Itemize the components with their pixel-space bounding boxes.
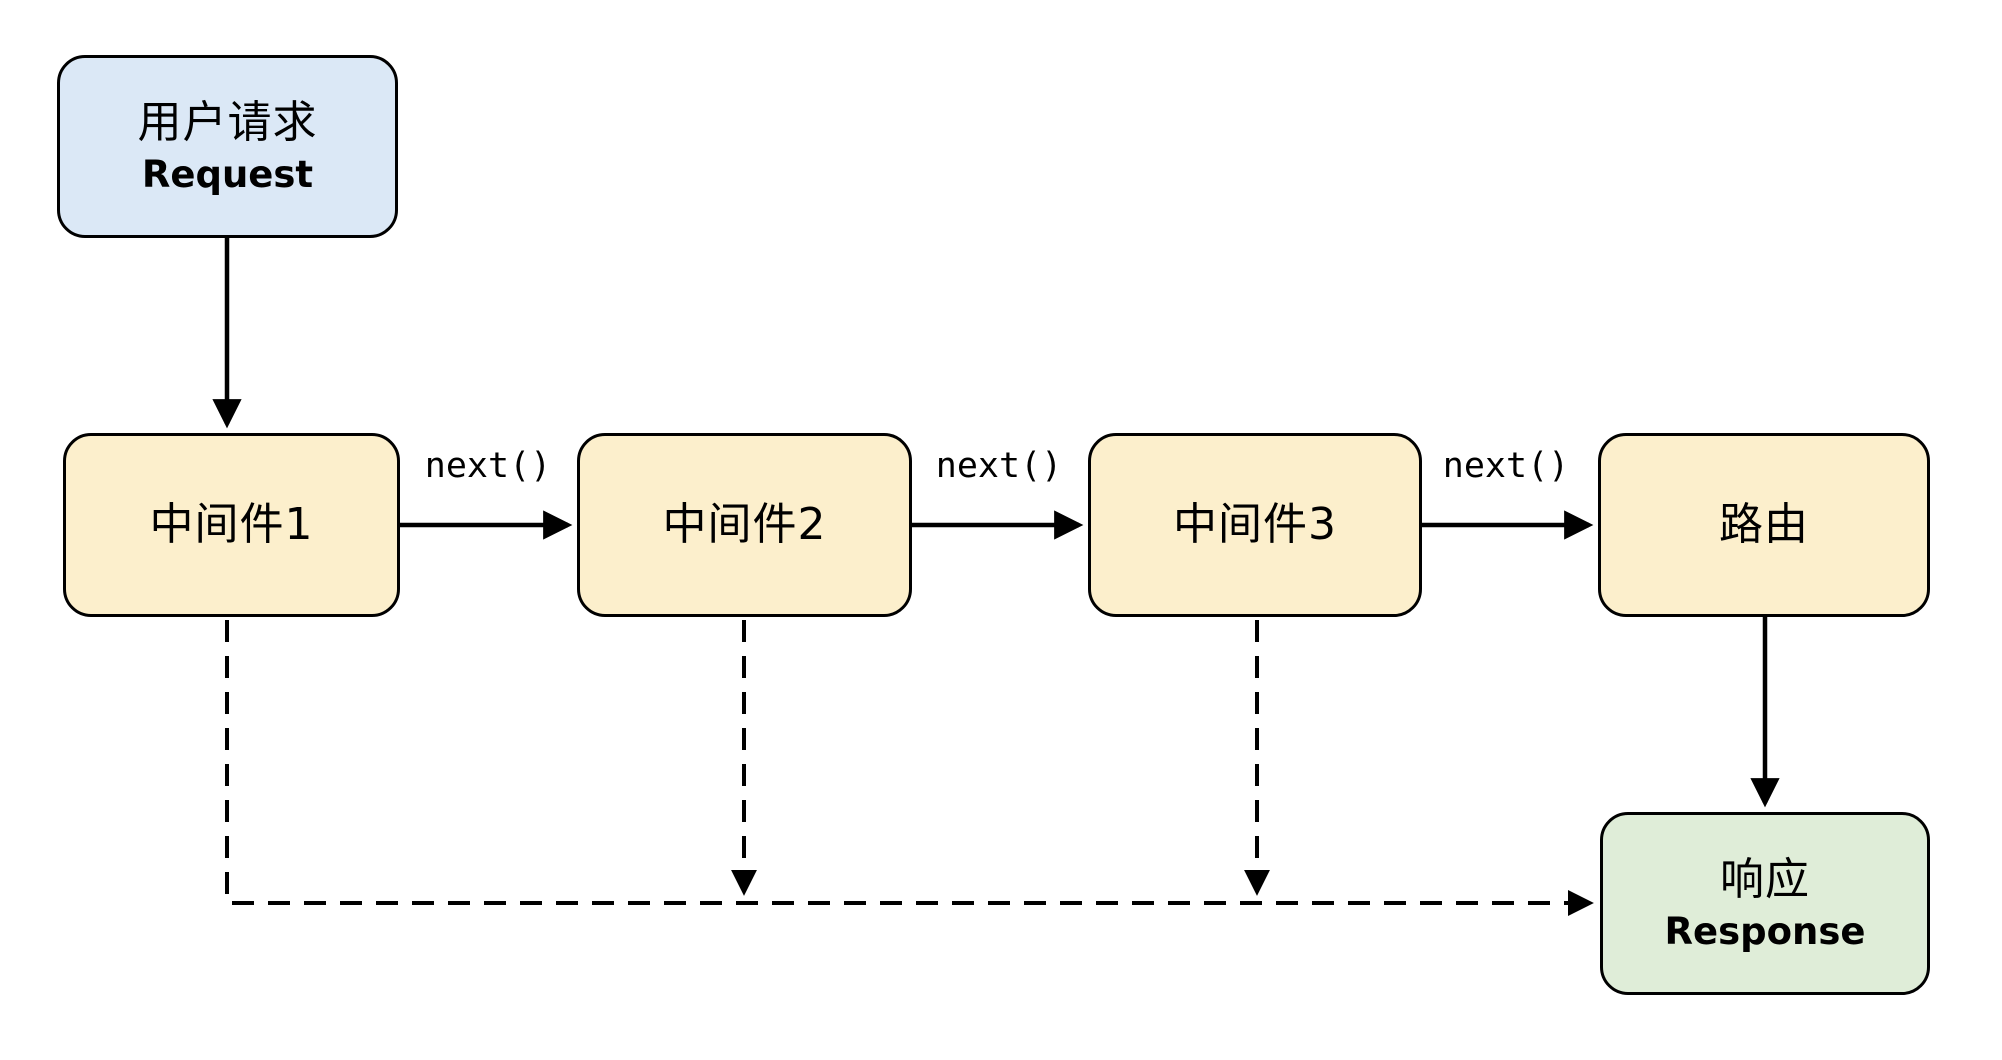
node-middleware-2: 中间件2 [577, 433, 912, 617]
node-middleware-3: 中间件3 [1088, 433, 1422, 617]
edge-mw1-return-dashed [225, 620, 1594, 916]
node-middleware-3-label: 中间件3 [1173, 499, 1337, 551]
node-response-label-zh: 响应 [1720, 853, 1810, 905]
node-user-request-label-zh: 用户请求 [137, 96, 318, 148]
node-router: 路由 [1598, 433, 1930, 617]
node-response-label-en: Response [1664, 910, 1866, 954]
edge-label-next-1: next() [424, 446, 552, 486]
node-response: 响应 Response [1600, 812, 1930, 995]
node-user-request: 用户请求 Request [57, 55, 398, 238]
edge-label-next-3: next() [1442, 446, 1570, 486]
node-middleware-1: 中间件1 [63, 433, 400, 617]
node-middleware-2-label: 中间件2 [662, 499, 827, 551]
node-middleware-1-label: 中间件1 [149, 499, 314, 551]
node-router-label: 路由 [1719, 499, 1809, 551]
edge-label-next-2: next() [935, 446, 1063, 486]
node-user-request-label-en: Request [141, 153, 314, 197]
